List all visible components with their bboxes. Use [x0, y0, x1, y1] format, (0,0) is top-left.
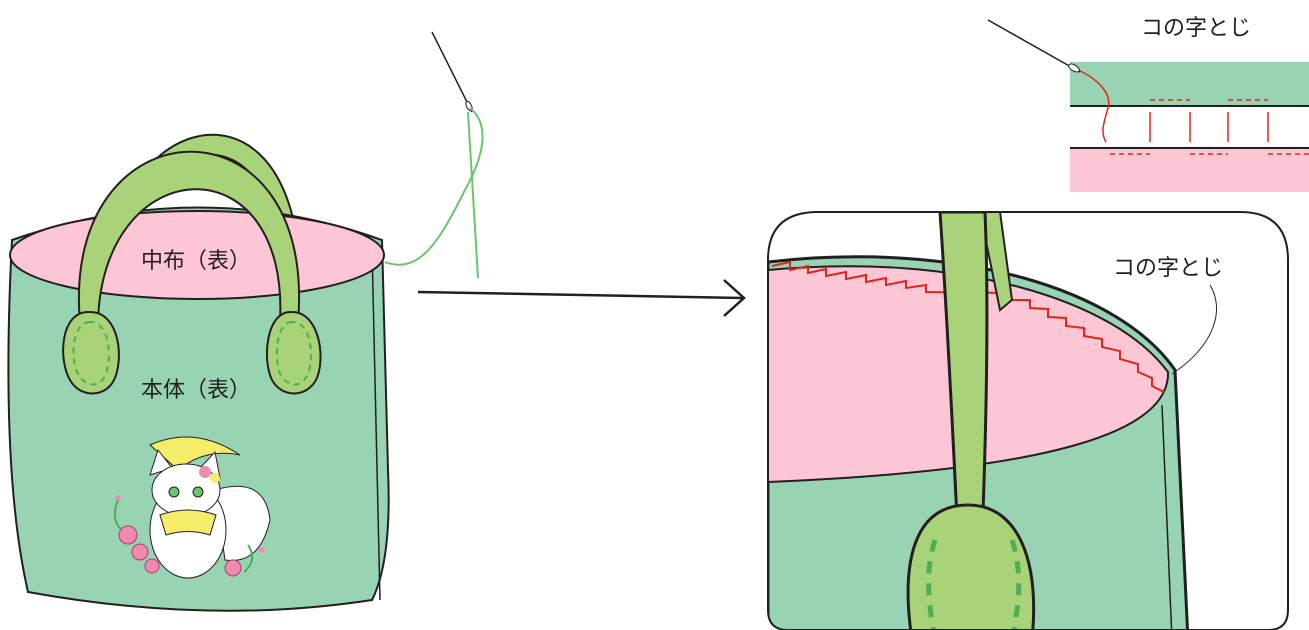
needle-icon [384, 31, 484, 279]
needle-icon [987, 19, 1081, 73]
green-thread [384, 107, 484, 266]
cat-applique-icon [113, 436, 271, 579]
detail-pink-fabric [1070, 148, 1309, 192]
arrow-icon [417, 279, 746, 317]
label-stitch-detail: コの字とじ [1141, 16, 1251, 41]
detail-green-fabric [1070, 62, 1309, 106]
stitch-detail: コの字とじ [987, 16, 1309, 192]
handle-tab-left [62, 310, 120, 395]
bag-illustration: 中布（表） 本体（表） [7, 133, 390, 612]
zoom-handle-tab [906, 503, 1036, 630]
handle-tab-right [265, 310, 322, 395]
zoom-frame [767, 211, 1289, 630]
label-lining: 中布（表） [141, 249, 251, 274]
label-stitch-zoom: コの字とじ [1113, 256, 1223, 281]
leader-line [1171, 284, 1218, 375]
zoom-view: コの字とじ [767, 211, 1289, 630]
label-body: 本体（表） [141, 378, 251, 403]
zoom-handle-back [978, 212, 1014, 312]
